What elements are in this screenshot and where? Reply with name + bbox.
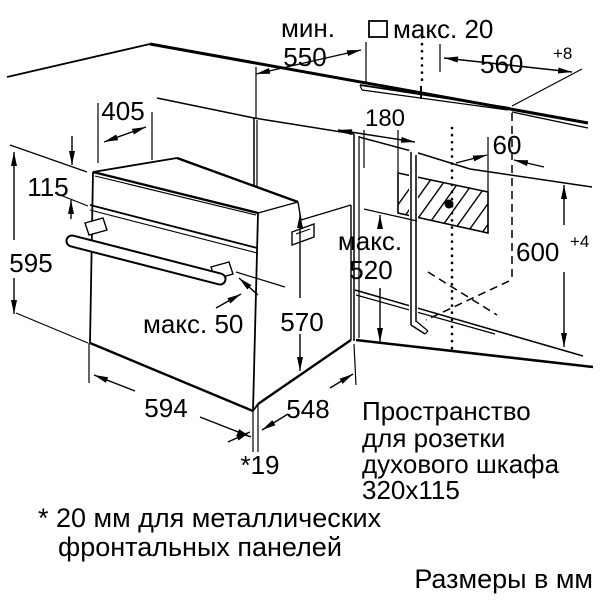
dim-top-depth: 405 <box>101 96 144 126</box>
hidden-edges <box>420 35 513 357</box>
dim-max-value: 520 <box>349 255 392 285</box>
dim-panel-height: 115 <box>27 172 68 202</box>
dim-oven-height: 595 <box>9 248 52 278</box>
dim-body-height: 570 <box>280 307 323 337</box>
dimension-labels: мин. 550 макс. 20 560 +8 405 115 595 180… <box>9 13 589 480</box>
dim-socket-gap: 60 <box>493 130 522 160</box>
dim-body-depth: 548 <box>286 394 329 424</box>
dim-niche-height: 600 <box>516 237 559 267</box>
dim-oven-width: 594 <box>144 393 187 423</box>
socket-note-line4: 320x115 <box>362 475 460 505</box>
oven-handle <box>65 217 234 286</box>
oven <box>89 156 352 413</box>
dim-handle-note: макс. 50 <box>143 309 243 339</box>
footnote-line2: фронтальных панелей <box>58 532 342 562</box>
dim-rear-gap: макс. 20 <box>393 14 493 44</box>
dim-niche-width-tol: +8 <box>553 44 572 63</box>
cabinet-niche <box>156 97 594 369</box>
dim-door-offset: *19 <box>240 450 279 480</box>
socket-note-line2: для розетки <box>362 423 505 453</box>
notes: Пространство для розетки духового шкафа … <box>38 396 593 594</box>
units-note: Размеры в мм <box>414 564 593 594</box>
divider-panel <box>409 150 429 335</box>
socket-note-line1: Пространство <box>362 396 531 426</box>
footnote-line1: * 20 мм для металлических <box>38 503 382 533</box>
side-vent <box>291 223 315 246</box>
dimension-lines <box>9 20 583 452</box>
gap-square-symbol <box>368 20 388 38</box>
dim-min-value: 550 <box>283 42 326 72</box>
worktop <box>6 42 589 129</box>
dim-socket-offset: 180 <box>365 105 405 132</box>
dim-max-label: макс. <box>338 226 402 256</box>
dim-min-label: мин. <box>281 13 335 43</box>
dim-niche-height-tol: +4 <box>570 232 589 251</box>
socket-note-line3: духового шкафа <box>362 449 560 479</box>
dim-niche-width: 560 <box>480 49 523 79</box>
